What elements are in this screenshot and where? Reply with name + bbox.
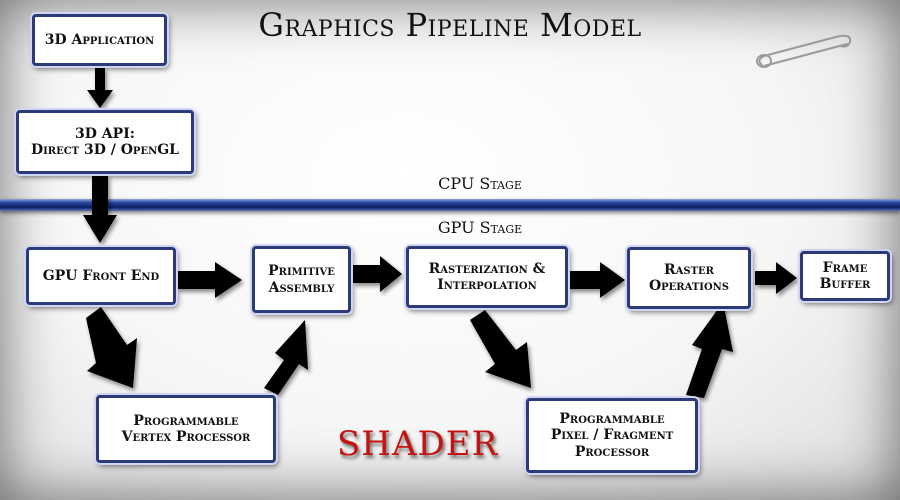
arrow-raster-to-pixel — [470, 310, 531, 388]
gpu-stage-label: GPU Stage — [437, 218, 523, 237]
shader-label: SHADER — [337, 424, 499, 464]
box-vertex-processor: Programmable Vertex Processor — [96, 395, 276, 463]
arrow-frontend-to-vertex — [86, 307, 137, 388]
box-pixel-processor: Programmable Pixel / Fragment Processor — [526, 398, 698, 473]
page-title: Graphics Pipeline Model — [258, 6, 642, 44]
box-3d-api: 3D API: Direct 3D / OpenGL — [16, 110, 194, 174]
cpu-stage-label: CPU Stage — [438, 174, 522, 193]
box-frame-buffer: Frame Buffer — [800, 251, 890, 301]
arrow-raster-to-rasterops — [568, 262, 625, 298]
arrow-pixel-to-rasterops — [686, 302, 733, 398]
box-rasterization: Rasterization & Interpolation — [406, 246, 568, 308]
box-gpu-front-end: GPU Front End — [26, 247, 176, 305]
box-3d-application: 3D Application — [32, 14, 167, 66]
box-primitive-assembly: Primitive Assembly — [252, 246, 351, 313]
arrow-app-to-api — [87, 68, 113, 108]
arrow-rasterops-to-frame — [755, 262, 797, 294]
cpu-gpu-divider — [0, 199, 900, 211]
arrow-vertex-to-primitive — [264, 320, 308, 395]
box-raster-operations: Raster Operations — [627, 247, 751, 309]
arrow-api-to-frontend — [83, 175, 117, 243]
safety-pin-icon — [756, 34, 852, 68]
arrow-primitive-to-raster — [353, 256, 402, 292]
arrow-frontend-to-primitive — [177, 262, 242, 298]
